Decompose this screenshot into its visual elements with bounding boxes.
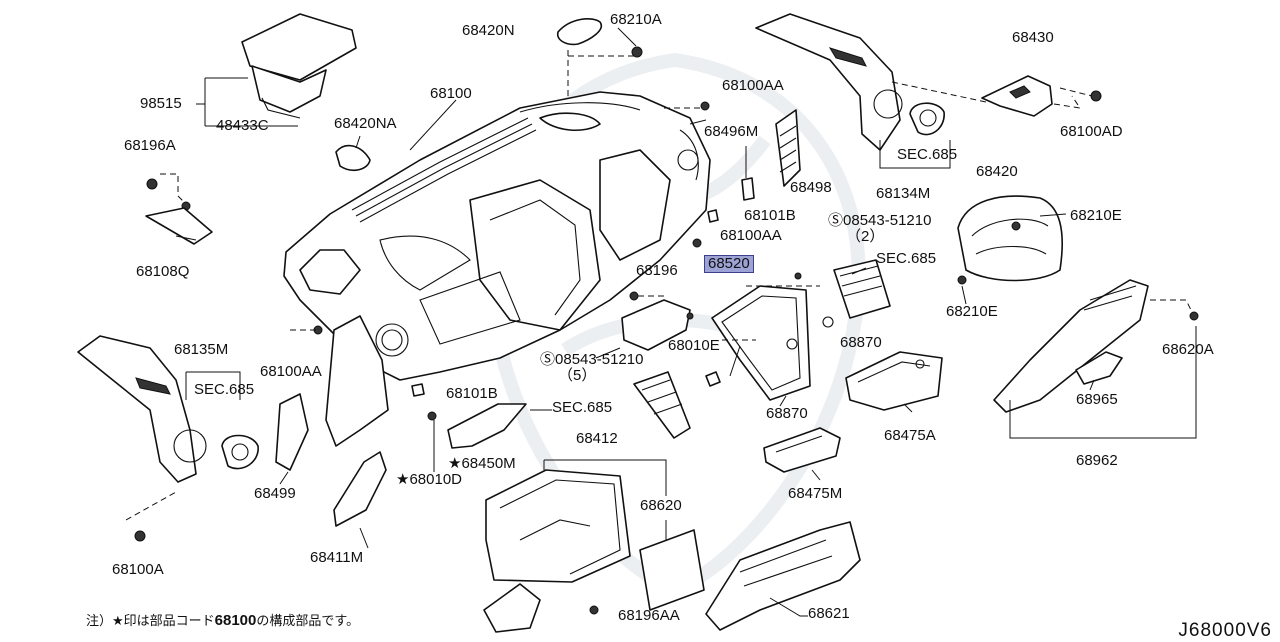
part-68450M-bracket	[447, 403, 527, 449]
part-68411M-panel	[333, 451, 387, 527]
part-68210A-clip	[631, 46, 643, 58]
label-68620: 68620	[640, 497, 682, 514]
label-68496M: 68496M	[704, 123, 759, 140]
label-qty-5: （5）	[558, 367, 597, 384]
part-68498-vent	[775, 109, 801, 187]
part-68420-cluster-hood	[957, 195, 1063, 282]
label-68108Q: 68108Q	[136, 263, 190, 280]
part-glove-box-frame	[483, 583, 541, 633]
label-68210E-low: 68210E	[946, 303, 998, 320]
part-68135M-vent	[221, 434, 259, 470]
label-68196A: 68196A	[124, 137, 176, 154]
part-68430-finisher	[755, 13, 903, 151]
label-68475A: 68475A	[884, 427, 936, 444]
label-08543-51210-low: Ⓢ08543-51210	[540, 351, 644, 368]
label-68100AA-top: 68100AA	[722, 77, 784, 94]
label-68134M: 68134M	[876, 185, 931, 202]
part-68420N-cover	[556, 18, 603, 46]
label-68100AD: 68100AD	[1060, 123, 1123, 140]
label-sec685-a: SEC.685	[897, 146, 958, 163]
label-68965: 68965	[1076, 391, 1118, 408]
part-68962-lower-assembly	[993, 279, 1149, 413]
part-68499-finisher	[275, 393, 309, 471]
label-68475M: 68475M	[788, 485, 843, 502]
part-center-vent-left	[633, 371, 691, 439]
label-68498: 68498	[790, 179, 832, 196]
label-68870-low: 68870	[766, 405, 808, 422]
part-68496M-clip	[741, 177, 755, 201]
part-68135M-finisher	[77, 335, 207, 483]
label-68100A: 68100A	[112, 561, 164, 578]
label-68101B-top: 68101B	[744, 207, 796, 224]
part-68100-instrument-panel	[283, 91, 711, 381]
label-68196: 68196	[636, 262, 678, 279]
label-sec685-b: SEC.685	[876, 250, 937, 267]
label-68411M: 68411M	[310, 549, 364, 566]
part-68475M-tray	[763, 427, 841, 473]
part-center-vent-right	[833, 259, 891, 319]
part-68134M-vent	[909, 102, 945, 136]
label-68420NA: 68420NA	[334, 115, 397, 132]
part-side-panel-left	[325, 315, 389, 447]
label-68135M: 68135M	[174, 341, 229, 358]
label-98515: 98515	[140, 95, 182, 112]
part-98515-lid	[241, 13, 357, 119]
footnote: 注）★印は部品コード68100の構成部品です。	[86, 612, 360, 629]
part-68475A-pocket	[845, 351, 943, 411]
label-08543-51210-top: Ⓢ08543-51210	[828, 212, 932, 229]
part-68196-bracket	[621, 299, 691, 351]
label-68870-right: 68870	[840, 334, 882, 351]
label-68520-highlighted: 68520	[704, 255, 754, 273]
label-68010D: ★68010D	[396, 471, 462, 488]
label-68010E: 68010E	[668, 337, 720, 354]
part-68412-glove-box	[485, 469, 631, 583]
label-68100: 68100	[430, 85, 472, 102]
part-68621-lid	[705, 521, 861, 631]
part-68620-lid	[639, 529, 705, 611]
part-68420NA-vent	[335, 144, 371, 172]
label-68962: 68962	[1076, 452, 1118, 469]
part-68108Q-bracket	[145, 207, 213, 245]
label-68450M: ★68450M	[448, 455, 516, 472]
label-68620A: 68620A	[1162, 341, 1214, 358]
label-68210E-right: 68210E	[1070, 207, 1122, 224]
label-48433C: 48433C	[216, 117, 269, 134]
label-68420: 68420	[976, 163, 1018, 180]
part-68520-center-cluster	[711, 285, 811, 401]
label-68621: 68621	[808, 605, 850, 622]
label-68100AA-mid: 68100AA	[720, 227, 782, 244]
diagram-code: J68000V6	[1178, 620, 1272, 641]
label-68420N: 68420N	[462, 22, 515, 39]
label-68101B-low: 68101B	[446, 385, 498, 402]
label-68196AA: 68196AA	[618, 607, 680, 624]
label-68210A: 68210A	[610, 11, 662, 28]
label-68412: 68412	[576, 430, 618, 447]
label-sec685-c: SEC.685	[194, 381, 255, 398]
label-qty-2: （2）	[846, 228, 885, 245]
label-68430: 68430	[1012, 29, 1054, 46]
label-68100AA-left: 68100AA	[260, 363, 322, 380]
label-sec685-d: SEC.685	[552, 399, 613, 416]
label-68499: 68499	[254, 485, 296, 502]
